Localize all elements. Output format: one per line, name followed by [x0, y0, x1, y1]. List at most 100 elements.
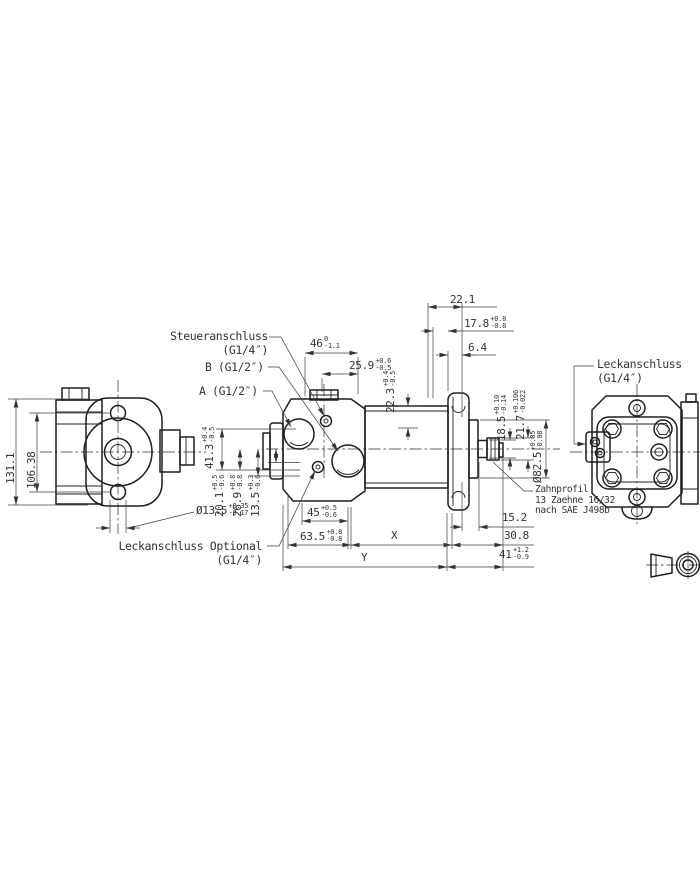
dim-20-1: 20.1 +0.5-0.6 — [211, 474, 226, 517]
dim-21-7: 21.7 +0.106-0.022 — [512, 390, 527, 440]
port-b-circle — [283, 418, 315, 450]
dim-value: 22.1 — [450, 293, 475, 306]
front-view — [55, 387, 195, 507]
dim-15-2: 15.2 — [502, 511, 527, 524]
dim-value: 45 — [307, 505, 320, 519]
shaft-bore-circle — [103, 437, 133, 467]
cover-bolt — [653, 468, 673, 488]
cone-side-view — [650, 553, 673, 578]
callout-zahnprofil: Zahnprofil 13 Zaehne 16/32 nach SAE J498… — [535, 484, 615, 517]
dim-tolerance: +0.5-0.6 — [320, 504, 337, 519]
dim-y: Y — [361, 551, 368, 564]
callout-port-b: B (G1/2″) — [205, 360, 264, 374]
dim-22-1: 22.1 — [450, 293, 475, 306]
dim-tolerance: +0.8-0.8 — [490, 315, 507, 330]
dim-value: 17.8 — [464, 316, 489, 330]
dim-tolerance: +0.3-0.6 — [247, 474, 262, 491]
steuer-port-circle — [319, 414, 333, 428]
dim-value: 13.5 — [248, 492, 262, 517]
callout-steueranschluss-label: Steueranschluss — [170, 329, 268, 343]
dim-13-5: 13.5 +0.3-0.6 — [247, 474, 262, 517]
dim-22-3: 22.3 +0.4-0.5 — [382, 370, 397, 413]
dim-value: 106.38 — [25, 451, 38, 489]
pilot-circle — [83, 417, 153, 487]
dim-tolerance: +0.4-0.5 — [382, 370, 397, 387]
dim-value: Ø13.5 — [196, 503, 228, 517]
dim-41-3: 41.3 +0.4-0.5 — [201, 426, 216, 469]
dim-value: 26.9 — [230, 492, 244, 517]
cover-bolt — [653, 419, 673, 439]
dimension-lines — [8, 303, 550, 571]
dim-tolerance: +0.4-0.5 — [201, 426, 216, 443]
callout-steueranschluss: Steueranschluss (G1/4″) — [158, 329, 268, 357]
callout-leckanschluss-optional-label: Leckanschluss Optional — [118, 539, 262, 553]
callout-leckanschluss-optional-size: (G1/4″) — [216, 553, 262, 567]
callout-leckanschluss-size: (G1/4″) — [597, 371, 643, 385]
dim-value: 21.7 — [513, 415, 527, 440]
dim-tolerance: +0.6-0.5 — [375, 357, 392, 372]
pump-housing — [364, 405, 449, 489]
port-a-circle — [331, 444, 365, 478]
dim-30-8: 30.8 — [504, 529, 529, 542]
dim-dia-13-5: Ø13.5 +0.35-0.17 — [196, 503, 248, 517]
dim-x: X — [391, 529, 398, 542]
rear-hole-bottom — [628, 488, 646, 506]
callout-leckanschluss: Leckanschluss (G1/4″) — [597, 357, 682, 385]
dim-value: Ø82.5 — [530, 451, 544, 483]
dim-63-5: 63.5 +0.8-0.8 — [300, 529, 342, 543]
dim-tolerance: +0.106-0.022 — [512, 390, 527, 414]
dim-tolerance: +0.8-0.8 — [229, 474, 244, 491]
dim-26-9: 26.9 +0.8-0.8 — [229, 474, 244, 517]
dim-value: 30.8 — [504, 529, 529, 542]
rear-view — [585, 393, 699, 520]
dim-6-4: 6.4 — [468, 341, 487, 354]
dim-value: 22.3 — [383, 388, 397, 413]
dim-tolerance: +0.35-0.17 — [228, 502, 249, 517]
dim-value: 41.3 — [202, 444, 216, 469]
dim-value: 46 — [310, 336, 323, 350]
dim-tolerance: +0.8-0.8 — [326, 528, 343, 543]
callout-steueranschluss-size: (G1/4″) — [222, 343, 268, 357]
cover-bolt — [602, 419, 622, 439]
side-view — [262, 389, 504, 511]
dim-value: 15.2 — [502, 511, 527, 524]
dim-46: 46 0-1.1 — [310, 336, 340, 350]
rear-hole-top — [628, 399, 646, 417]
dim-value: 63.5 — [300, 529, 325, 543]
mounting-hole-bottom — [109, 483, 127, 501]
mounting-hole-top — [109, 404, 127, 422]
dim-tolerance: +1.2-0.9 — [512, 546, 529, 561]
mounting-flange-outline — [85, 397, 163, 507]
dim-25-9: 25.9 +0.6-0.5 — [349, 358, 391, 372]
callout-zahnprofil-line1: Zahnprofil — [535, 484, 589, 495]
dim-tolerance: +0.05-0.08 — [529, 430, 544, 451]
mounting-flange-side — [447, 392, 470, 511]
dim-41: 41 +1.2-0.9 — [499, 547, 529, 561]
dim-value: 25.9 — [349, 358, 374, 372]
callout-zahnprofil-line3: nach SAE J498b — [535, 505, 610, 516]
callout-port-a: A (G1/2″) — [199, 384, 258, 398]
dim-value: 6.4 — [468, 341, 487, 354]
callout-leckanschluss-optional: Leckanschluss Optional (G1/4″) — [110, 539, 262, 567]
dim-17-8: 17.8 +0.8-0.8 — [464, 316, 506, 330]
dim-tolerance: +0.5-0.6 — [211, 474, 226, 491]
dim-value: 41 — [499, 547, 512, 561]
dim-dia-82-5: Ø82.5 +0.05-0.08 — [529, 430, 544, 483]
dim-106-38: 106.38 — [25, 452, 38, 489]
top-plug-side — [61, 387, 90, 401]
dim-value: 20.1 — [212, 492, 226, 517]
dim-tolerance: +0.10-0.14 — [493, 395, 508, 415]
rear-flange-outline — [591, 395, 683, 508]
valve-block — [282, 398, 366, 502]
dim-value: X — [391, 529, 398, 542]
dim-18-5: 18.5 +0.10-0.14 — [493, 395, 508, 441]
callout-zahnprofil-line2: 13 Zaehne 16/32 — [535, 494, 615, 506]
leader-lines — [263, 336, 594, 547]
leak-port-circle — [311, 460, 325, 474]
dim-tolerance: 0-1.1 — [323, 335, 340, 350]
dim-45: 45 +0.5-0.6 — [307, 505, 337, 519]
dim-value: Y — [361, 551, 368, 564]
dim-131-1: 131.1 — [4, 453, 17, 484]
